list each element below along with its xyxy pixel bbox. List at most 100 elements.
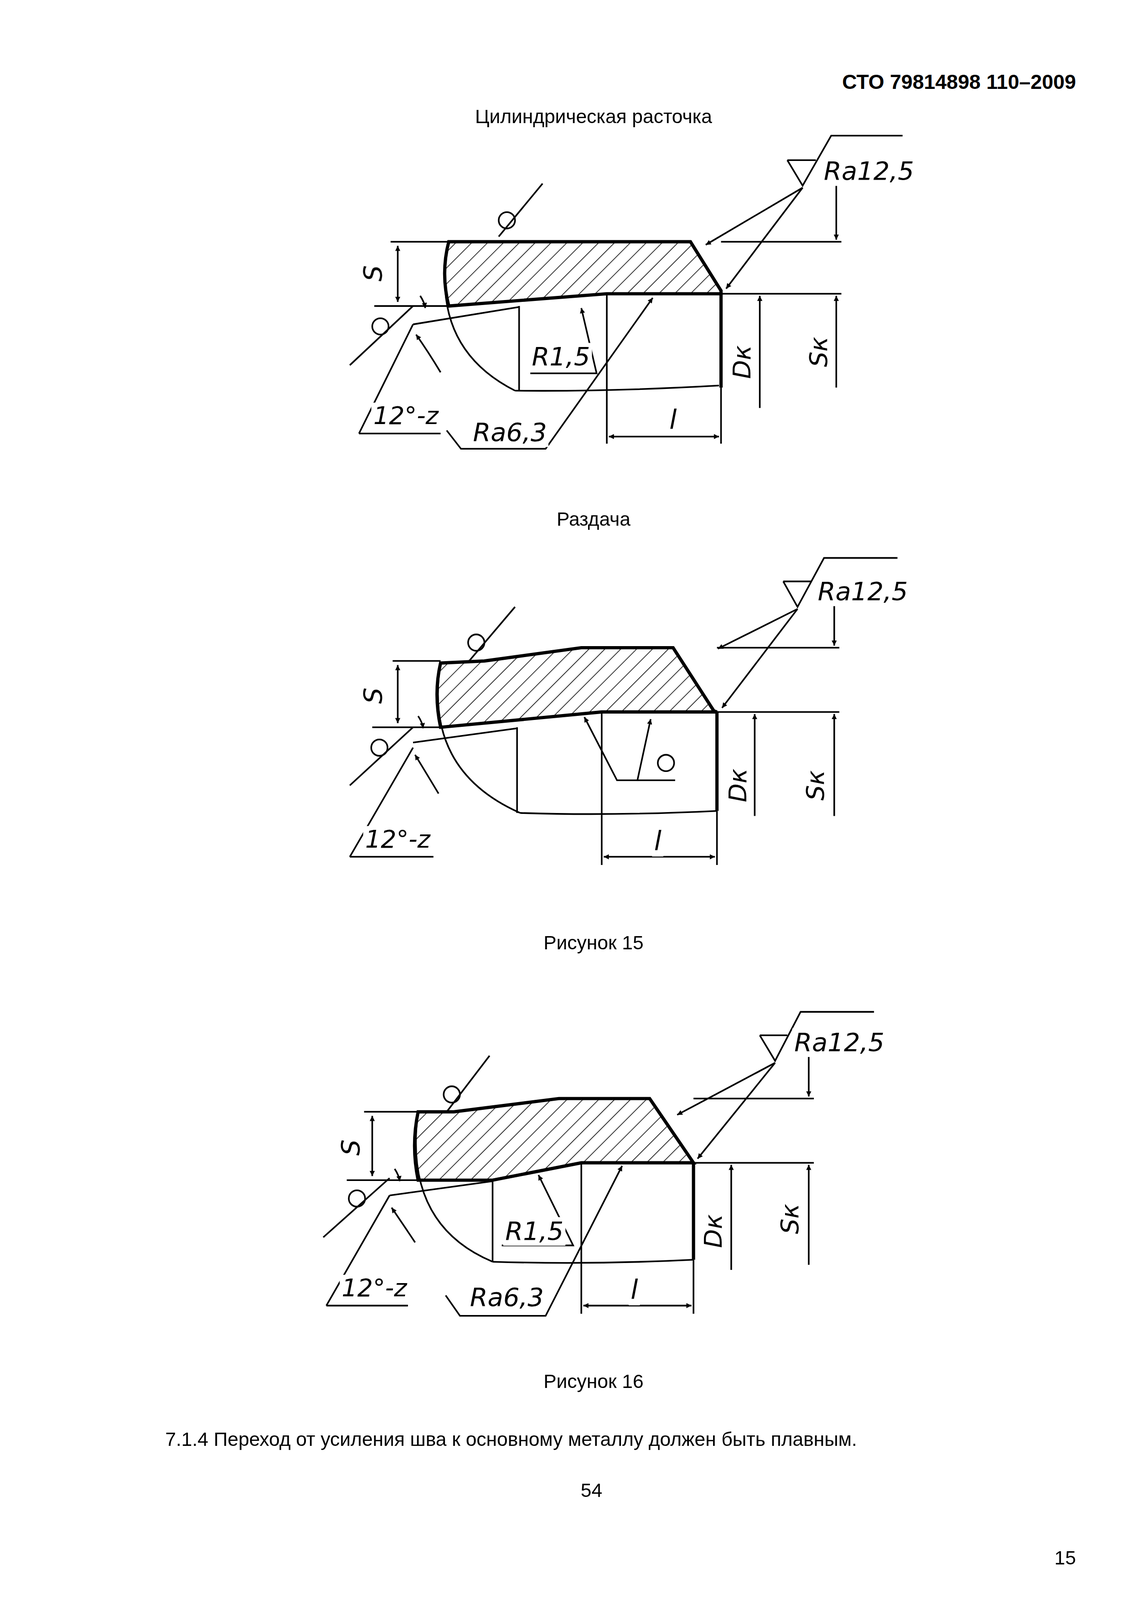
roughness-mark: Ra6,3 xyxy=(467,1283,546,1312)
drawing-line xyxy=(721,241,842,294)
dimension-label: Dк xyxy=(724,766,752,805)
drawing-line xyxy=(603,855,715,858)
page-number: 54 xyxy=(578,1480,605,1502)
dimension-label: Sк xyxy=(802,768,830,803)
drawing-line xyxy=(446,297,653,449)
drawing-line xyxy=(705,187,803,245)
drawing-line xyxy=(371,1115,374,1176)
drawing-line xyxy=(349,747,434,857)
drawing-line xyxy=(833,601,836,646)
drawing-line xyxy=(692,1162,696,1260)
drawing-line xyxy=(730,1164,733,1270)
dimension-label: l xyxy=(628,1275,641,1305)
drawing-line xyxy=(807,1164,810,1265)
drawing-line xyxy=(583,1304,692,1307)
roughness-mark: Ra12,5 xyxy=(815,577,910,606)
dimension-label: S xyxy=(336,1137,366,1158)
dimension-label: Dк xyxy=(700,1212,728,1251)
drawing-line xyxy=(391,1207,415,1243)
radius-label: R1,5 xyxy=(503,1216,566,1246)
page-number: 15 xyxy=(1052,1547,1078,1570)
radius-label: R1,5 xyxy=(529,342,593,372)
dimension-label: S xyxy=(359,263,388,284)
drawing-line xyxy=(726,187,803,289)
drawing-line xyxy=(601,711,718,865)
dimension-label: Sк xyxy=(776,1201,804,1236)
figure-caption: Рисунок 16 xyxy=(541,1371,646,1393)
drawing-line xyxy=(445,1165,623,1316)
drawing-line xyxy=(715,711,719,811)
roughness-mark: Ra12,5 xyxy=(792,1028,887,1057)
drawing-line xyxy=(657,754,675,771)
dimension-label: l xyxy=(667,405,679,435)
drawing-line xyxy=(833,713,836,817)
drawing-line xyxy=(719,293,723,388)
drawing-line xyxy=(414,1098,694,1180)
drawing-line xyxy=(835,183,838,240)
drawing-line xyxy=(520,810,718,814)
drawing-line xyxy=(759,295,761,409)
drawing-line xyxy=(444,241,516,391)
standard-number: СТО 79814898 110–2009 xyxy=(840,70,1079,93)
figure-heading: Цилиндрическая расточка xyxy=(472,106,714,129)
drawing-line xyxy=(349,305,414,366)
drawing-line xyxy=(581,1259,694,1314)
drawing-line xyxy=(606,387,722,444)
body-text: 7.1.4 Переход от усиления шва к основном… xyxy=(163,1429,859,1451)
angle-label: 12°-z xyxy=(371,402,441,430)
drawing-line xyxy=(394,1168,400,1182)
drawing-line xyxy=(519,293,607,391)
dimension-label: l xyxy=(651,827,664,857)
drawing-line xyxy=(501,1174,574,1246)
dimension-label: Sк xyxy=(805,334,833,369)
angle-label: 12°-z xyxy=(363,826,433,853)
drawing-line xyxy=(414,754,439,794)
drawing-line xyxy=(397,245,399,302)
drawing-line xyxy=(492,1162,582,1265)
drawing-line xyxy=(717,647,840,712)
dimension-label: S xyxy=(359,685,388,706)
drawing-line xyxy=(348,1190,366,1207)
drawing-line xyxy=(515,385,719,392)
drawing-line xyxy=(444,241,721,306)
figure-caption: Рисунок 15 xyxy=(541,932,646,955)
drawing-line xyxy=(718,608,798,649)
drawing-line xyxy=(413,306,520,325)
drawing-line xyxy=(446,1055,490,1112)
figure-boring xyxy=(349,135,903,450)
drawing-line xyxy=(389,1180,493,1195)
drawing-line xyxy=(418,715,424,729)
drawing-line xyxy=(608,435,719,438)
drawing-line xyxy=(637,718,651,781)
drawing-line xyxy=(677,1062,776,1115)
drawing-line xyxy=(349,727,414,786)
drawing-line xyxy=(443,1085,461,1103)
drawing-line xyxy=(469,606,516,662)
drawing-line xyxy=(397,665,399,724)
drawing-line xyxy=(516,727,518,813)
drawing-line xyxy=(323,1178,390,1238)
drawing-line xyxy=(437,647,718,727)
roughness-mark: Ra6,3 xyxy=(470,418,549,447)
figure-heading: Раздача xyxy=(554,509,633,532)
drawing-line xyxy=(420,295,426,309)
drawing-line xyxy=(416,334,441,373)
drawing-line xyxy=(358,324,441,434)
drawing-line xyxy=(584,717,676,781)
drawing-line xyxy=(492,1259,694,1263)
drawing-line xyxy=(498,183,543,237)
drawing-line xyxy=(807,1052,810,1097)
drawing-line xyxy=(835,295,838,388)
angle-label: 12°-z xyxy=(339,1274,409,1302)
drawing-line xyxy=(697,1062,776,1159)
drawing-line xyxy=(722,608,798,708)
drawing-line xyxy=(693,1098,814,1163)
drawing-line xyxy=(754,713,756,817)
drawing-line xyxy=(468,634,485,651)
figure-16 xyxy=(323,1011,874,1316)
roughness-mark: Ra12,5 xyxy=(821,157,917,186)
drawing-line xyxy=(413,728,517,743)
dimension-label: Dк xyxy=(728,343,756,382)
